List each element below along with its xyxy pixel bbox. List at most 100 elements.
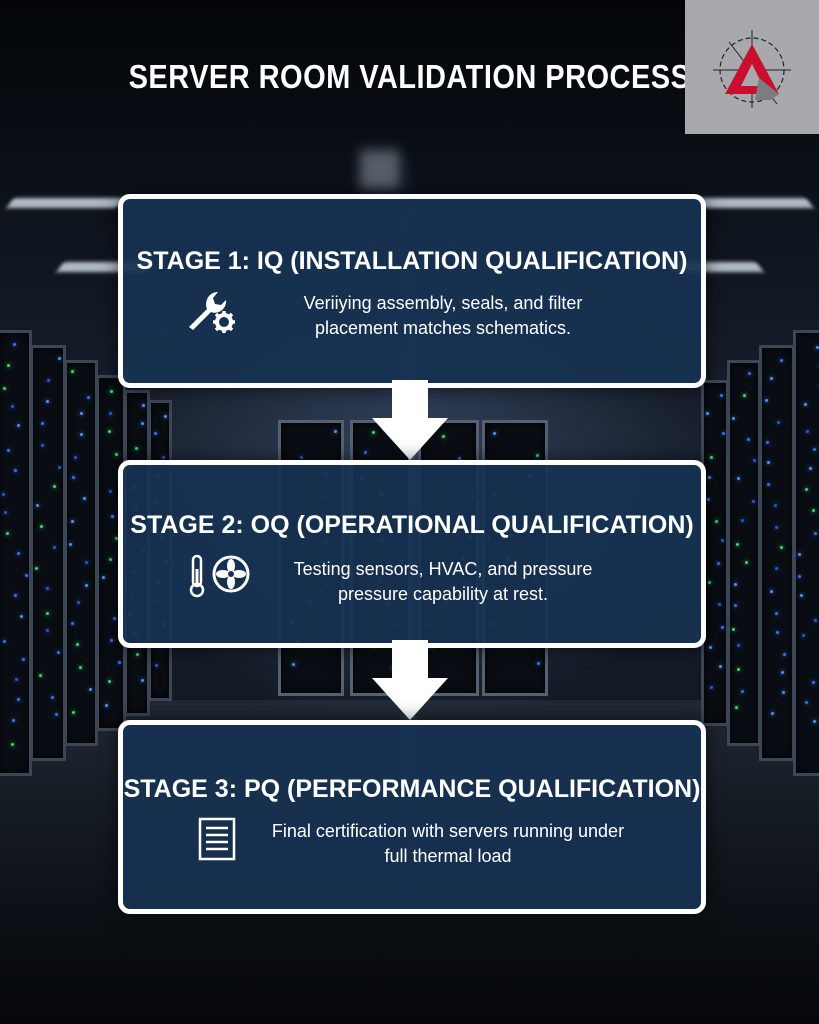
rack-led [740,690,744,694]
rack-led [52,484,56,488]
rack-led [70,370,74,374]
rack-led [141,678,145,682]
rack-led [718,603,722,607]
rack-led [721,538,725,542]
stage-2-title: STAGE 2: OQ (OPERATIONAL QUALIFICATION) [130,511,694,539]
stage-3-line-2: full thermal load [384,846,512,866]
rack-led [109,390,113,394]
stage-1-line-2: placement matches schematics. [314,318,572,338]
rack-led [747,437,751,441]
rack-led [706,412,710,416]
rack-led [773,503,777,507]
rack-led [134,447,138,451]
rack-led [776,421,780,425]
rack-led [79,412,83,416]
rack-led [718,665,722,669]
rack-led [781,670,785,674]
stage-3-line-1: Final certification with servers running… [271,821,625,841]
rack-led [765,398,769,402]
wrench-gear-icon [189,292,235,333]
server-rack [793,330,819,776]
rack-led [802,634,805,638]
rack-led [108,429,112,433]
rack-led [40,525,44,529]
rack-led [14,593,18,597]
rack-led [16,424,20,428]
rack-led [737,644,741,648]
rack-led [87,396,91,400]
stage-3-title: STAGE 3: PQ (PERFORMANCE QUALIFICATION) [123,775,701,803]
rack-led [816,345,819,349]
triangle-a-logo-icon [713,30,791,108]
rack-led [17,551,21,555]
rack-led [775,612,779,616]
rack-led [708,580,712,584]
rack-led [115,453,119,457]
rack-led [110,514,114,518]
rack-led [814,618,818,622]
rack-led [732,416,736,420]
arrow-down-icon [372,640,448,720]
rack-led [292,662,296,666]
stage-1-card: STAGE 1: IQ (INSTALLATION QUALIFICATION)… [118,194,706,388]
rack-led [733,604,737,608]
rack-led [800,593,804,597]
rack-led [70,622,74,626]
rack-led [737,668,741,672]
rack-led [2,492,6,496]
rack-led [709,685,713,689]
rack-led [58,465,62,469]
stage-1-title: STAGE 1: IQ (INSTALLATION QUALIFICATION) [136,247,688,275]
page-title: SERVER ROOM VALIDATION PROCESS [128,58,691,95]
rack-led [84,583,88,587]
rack-led [24,573,28,577]
rack-led [737,476,741,480]
rack-led [735,542,739,546]
rack-led [803,403,807,407]
rack-led [101,576,105,580]
rack-led [741,519,745,523]
stage-2-card: STAGE 2: OQ (OPERATIONAL QUALIFICATION) … [118,460,706,648]
rack-led [708,646,712,650]
rack-led [16,697,20,701]
rack-led [46,628,50,632]
rack-led [35,503,39,507]
rack-led [54,713,58,716]
rack-led [770,712,774,715]
rack-led [140,422,144,426]
rack-led [10,743,14,747]
rack-led [85,561,89,565]
stage-2-line-1: Testing sensors, HVAC, and pressure [293,559,593,579]
document-icon [198,817,236,861]
rack-led [442,435,446,439]
rack-led [805,488,809,492]
rack-led [734,582,737,586]
rack-led [747,371,751,375]
stage-3-card: STAGE 3: PQ (PERFORMANCE QUALIFICATION) … [118,720,706,914]
rack-led [113,617,117,620]
rack-led [75,643,79,647]
rack-led [805,700,809,704]
rack-led [334,430,338,433]
rack-led [118,661,122,665]
rack-led [72,475,75,479]
rack-led [82,496,86,500]
server-rack [64,360,98,746]
stage-2-line-2: pressure capability at rest. [337,584,549,604]
rack-led [732,627,736,631]
rack-led [78,666,82,670]
rack-led [766,482,770,486]
rack-led [3,510,7,514]
rack-led [766,441,770,445]
rack-led [154,664,158,668]
stage-1-description: Veriiying assembly, seals, and filter pl… [263,291,623,341]
rack-led [536,662,540,665]
server-rack [0,330,32,776]
rack-led [164,414,168,418]
rack-led [161,455,165,459]
rack-led [371,430,375,434]
rack-led [775,526,779,530]
ceiling-light [6,198,124,208]
rack-led [108,558,112,562]
